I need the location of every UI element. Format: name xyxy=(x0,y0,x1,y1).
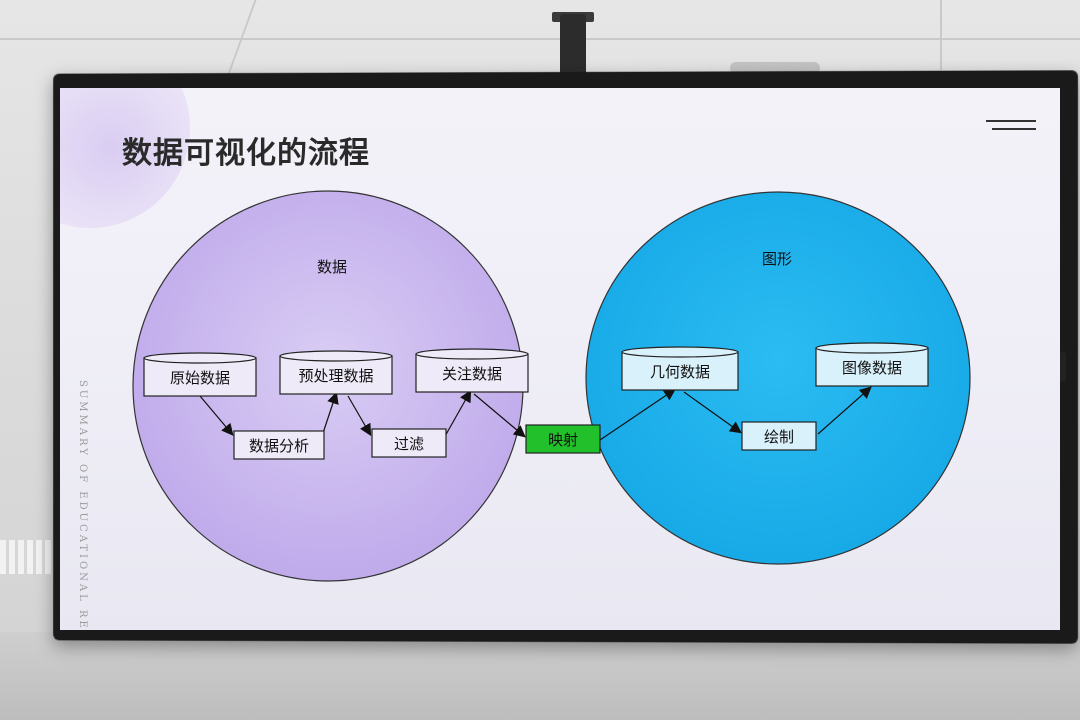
node-geometry-label: 几何数据 xyxy=(650,363,710,381)
wall-panel xyxy=(0,632,1080,720)
arrow-geometry-to-render xyxy=(683,391,742,434)
ceiling-grid-line xyxy=(0,38,1080,40)
arrow-mapping-to-geometry xyxy=(599,388,676,441)
node-data-analysis: 数据分析 xyxy=(233,430,325,460)
graphic-circle xyxy=(585,191,971,565)
ceiling-grid-line xyxy=(225,0,257,80)
node-render-label: 绘制 xyxy=(764,428,794,446)
data-circle-label: 数据 xyxy=(317,258,347,276)
arrow-focus-to-mapping xyxy=(473,393,526,438)
node-focus-label: 关注数据 xyxy=(442,365,502,383)
flow-diagram: 数据 图形 原始数据 预处理数据 关注数据 xyxy=(132,190,971,582)
flow-arrows xyxy=(199,386,872,441)
arrow-analysis-to-preprocess xyxy=(321,391,339,437)
node-image-data: 图像数据 xyxy=(815,342,929,387)
arrow-preprocess-to-filter xyxy=(347,395,372,437)
node-filter: 过滤 xyxy=(371,428,447,458)
arrow-filter-to-focus xyxy=(443,389,472,439)
node-render: 绘制 xyxy=(741,421,817,451)
tv-mount-pole xyxy=(560,14,586,76)
slide-screen: 数据可视化的流程 SUMMARY OF EDUCATIONAL RESE 数据 … xyxy=(60,88,1060,630)
node-preprocess-data: 预处理数据 xyxy=(279,350,393,395)
node-focus-data: 关注数据 xyxy=(415,348,529,393)
slide-title: 数据可视化的流程 xyxy=(122,136,370,171)
node-mapping: 映射 xyxy=(525,424,601,454)
node-raw-label: 原始数据 xyxy=(170,369,230,387)
arrow-render-to-image xyxy=(817,386,872,435)
menu-icon xyxy=(986,118,1036,132)
node-preprocess-label: 预处理数据 xyxy=(298,367,373,385)
node-raw-data: 原始数据 xyxy=(143,352,257,397)
node-geometry-data: 几何数据 xyxy=(621,346,739,391)
node-image-label: 图像数据 xyxy=(842,359,902,377)
arrow-raw-to-analysis xyxy=(199,395,234,436)
graphic-circle-label: 图形 xyxy=(762,250,792,268)
ceiling-grid-line xyxy=(940,0,942,70)
node-filter-label: 过滤 xyxy=(394,435,424,453)
node-mapping-label: 映射 xyxy=(548,431,578,449)
node-analysis-label: 数据分析 xyxy=(249,437,309,455)
